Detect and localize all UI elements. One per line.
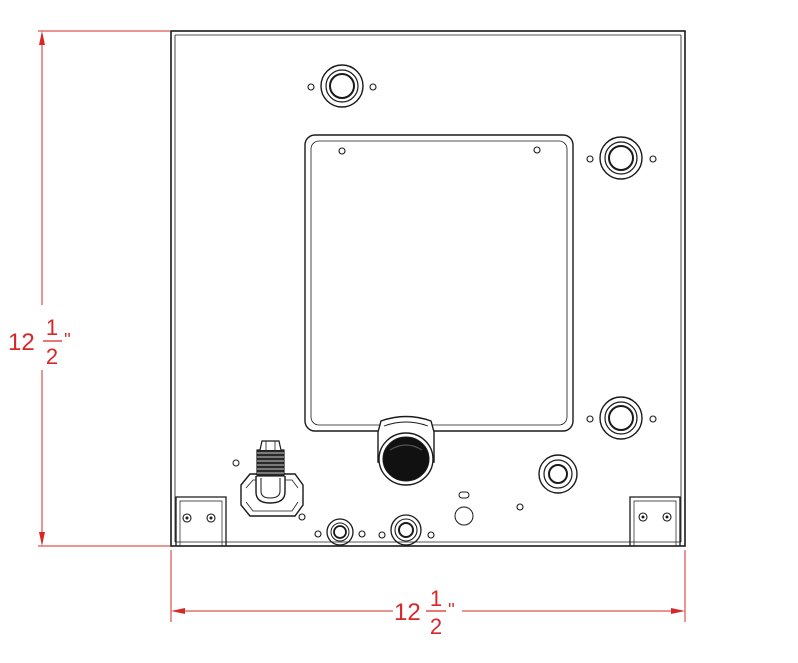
bottom-port-left <box>314 518 366 546</box>
arrowhead-up <box>39 31 45 45</box>
mounting-boss-top <box>307 64 377 108</box>
mounting-boss-right-lower <box>586 396 657 440</box>
horizontal-dim-whole: 12 <box>394 599 421 626</box>
vertical-dimension: 12 1 2 '' <box>8 30 170 547</box>
arrowhead-right <box>671 608 685 614</box>
vertical-dim-numerator: 1 <box>46 315 58 340</box>
cover-screw-hole <box>338 147 346 155</box>
arrowhead-left <box>171 608 185 614</box>
horizontal-dim-denominator: 2 <box>430 614 442 639</box>
threaded-fitting <box>232 440 304 517</box>
access-cover-panel <box>304 134 574 432</box>
bottom-port-right <box>378 514 435 546</box>
cover-screw-hole <box>533 146 541 154</box>
corner-bracket-left <box>175 496 227 546</box>
vertical-dim-whole: 12 <box>8 329 35 356</box>
corner-bracket-right <box>629 496 681 546</box>
side-port <box>538 454 578 494</box>
horizontal-dim-numerator: 1 <box>430 586 442 611</box>
vertical-dim-unit: '' <box>64 330 71 350</box>
drain-port <box>377 415 435 486</box>
horizontal-dim-unit: '' <box>448 600 455 620</box>
vertical-dim-denominator: 2 <box>46 344 58 369</box>
small-holes <box>298 491 524 526</box>
arrowhead-down <box>39 532 45 546</box>
mounting-boss-right-upper <box>586 136 657 180</box>
horizontal-dimension: 12 1 2 '' <box>170 550 686 639</box>
